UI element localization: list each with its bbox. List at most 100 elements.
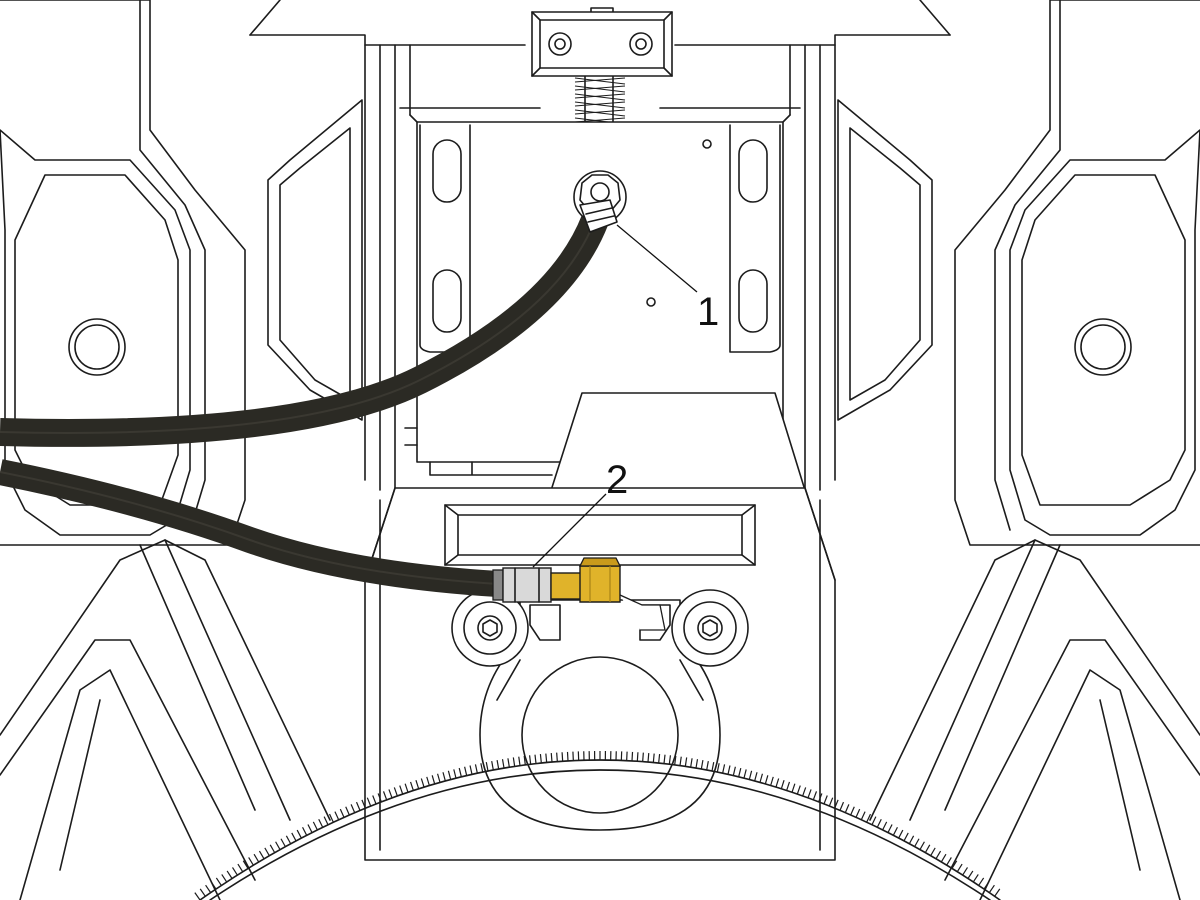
gear-tooth [636,752,639,762]
gear-tooth [663,754,666,764]
gear-tooth [994,888,1001,897]
bracket-screw-left-icon [548,32,572,56]
gear-tooth [280,838,286,847]
gear-tooth [512,757,516,767]
gear-tooth [807,789,812,799]
gear-tooth [967,870,974,879]
gear-tooth [716,763,720,773]
gear-tooth [860,811,866,821]
gear-tooth [775,778,780,788]
top-bracket [531,7,673,77]
slot-bottom-right [738,269,768,333]
gear-tooth [786,781,791,791]
gear-tooth [545,753,548,763]
gear-tooth [759,773,764,783]
gear-tooth [307,824,313,833]
gear-tooth [264,847,270,856]
left-arm-bolt-hole [68,318,126,376]
gear-tooth [834,799,839,809]
gear-tooth [518,756,521,766]
gear-tooth [409,781,414,791]
gear-tooth [420,778,425,788]
gear-tooth [318,818,324,828]
gear-tooth [839,801,845,811]
gear-tooth [908,835,915,845]
gear-tooth [312,821,318,831]
gear-tooth [743,769,747,779]
gear-tooth [684,757,688,767]
gear-tooth [561,752,564,762]
slot-bottom-left [432,269,462,333]
gear-tooth [534,754,537,764]
gear-tooth [275,841,281,850]
gear-tooth [935,850,942,860]
gear-tooth [796,785,801,795]
callout-1-leader [616,224,698,293]
gear-tooth [221,874,228,883]
gear-tooth [382,791,388,801]
gear-tooth [285,835,292,845]
gear-tooth [722,764,726,774]
gear-tooth [447,770,452,780]
callout-1: 1 [616,224,719,334]
gear-tooth [291,832,297,842]
gear-tooth [983,881,990,890]
gear-tooth [296,829,302,839]
gear-tooth [269,844,276,853]
gear-tooth [823,795,828,805]
hose-1 [0,214,609,447]
gear-tooth [844,804,850,813]
slot-top-left [432,139,462,203]
gear-tooth [914,838,920,847]
gear-tooth [674,755,677,765]
gear-tooth [226,870,233,879]
gear-tooth [903,832,909,842]
gear-tooth [812,791,818,801]
fitting-1 [573,170,627,233]
clamp-bolt-right-icon [697,615,723,641]
callout-2-label: 2 [606,458,628,502]
gear-tooth [426,776,430,786]
tension-spring [574,71,626,125]
gear-tooth [754,772,758,782]
clamp-bolt-left-icon [477,615,503,641]
right-arm-bolt-hole [1074,318,1132,376]
gear-tooth [882,821,888,831]
callout-2-leader [532,493,607,568]
gear-tooth [647,752,650,763]
gear-tooth [253,853,260,863]
toothed-ring [194,750,1001,900]
gear-tooth [469,765,473,775]
hose-2 [0,459,499,597]
gear-tooth [302,827,308,836]
gear-tooth [334,811,340,821]
gear-tooth [780,780,785,789]
gear-tooth [930,847,936,856]
gear-tooth [328,813,334,823]
gear-tooth [946,857,952,866]
fitting-2 [492,557,666,631]
gear-tooth [898,829,904,839]
gear-tooth [658,753,661,764]
gear-tooth [474,764,478,774]
gear-tooth [876,818,882,828]
gear-tooth [485,762,489,772]
gear-tooth [700,760,704,770]
gear-tooth [496,760,500,770]
gear-tooth [431,775,436,785]
gear-tooth [706,760,709,771]
gear-tooth [242,860,249,869]
gear-tooth [770,776,774,786]
gear-tooth [802,787,807,797]
gear-tooth [339,808,345,818]
right-arm [869,0,1200,900]
gear-tooth [791,783,796,793]
gear-tooth [972,874,979,883]
gear-tooth [372,795,377,805]
gear-tooth [458,767,462,777]
gear-tooth [556,752,558,762]
gear-tooth [323,816,329,825]
gear-tooth [727,765,731,775]
gear-tooth [377,793,382,803]
